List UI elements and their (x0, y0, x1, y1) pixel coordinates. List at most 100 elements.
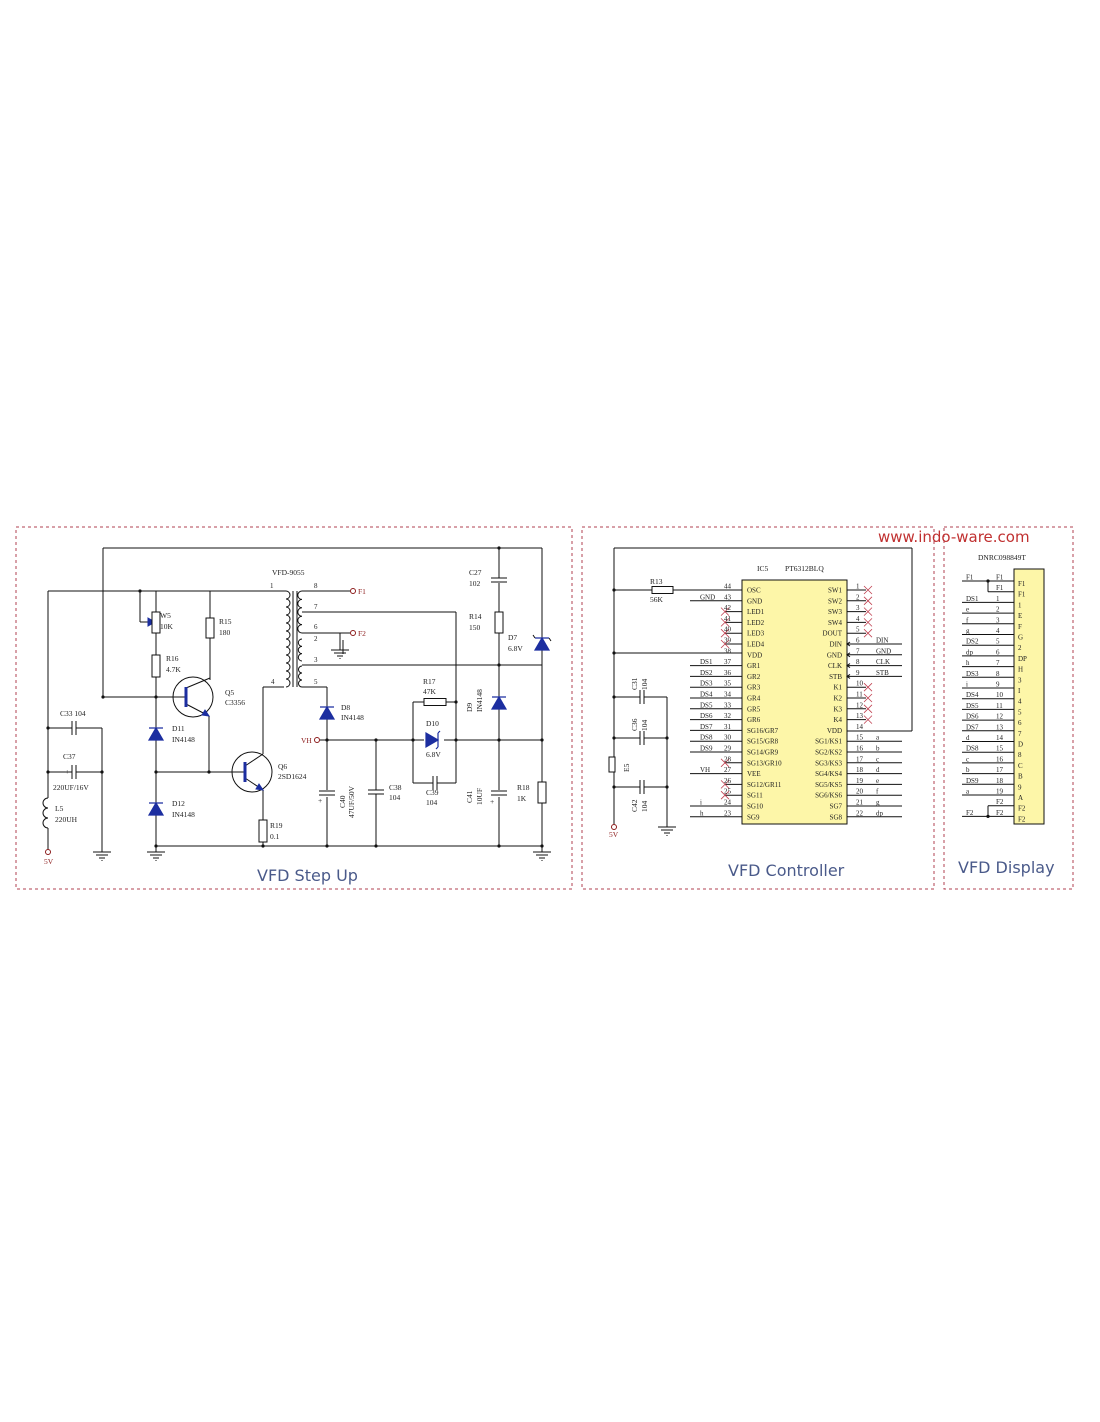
pin-number: 24 (724, 799, 732, 807)
junction-dot (540, 738, 544, 742)
display-pin-name: I (1018, 687, 1021, 695)
net-label: i (700, 799, 702, 807)
r16-value: 4.7K (166, 665, 181, 674)
f1-terminal-label: F1 (358, 587, 366, 596)
pin-number: 20 (856, 788, 864, 796)
pin-number: 39 (724, 637, 732, 645)
display-pin-name: 2 (1018, 644, 1022, 652)
ground-icon (93, 851, 111, 861)
pin-name: GR4 (747, 695, 761, 703)
net-label: DS3 (966, 670, 979, 678)
display-pin-name: 3 (1018, 676, 1022, 684)
junction-dot (986, 814, 990, 819)
junction-dot (497, 844, 501, 848)
transformer-pin-label: 2 (314, 635, 318, 643)
transformer-pin-label: 3 (314, 656, 318, 664)
display-pin-name: H (1018, 666, 1023, 674)
display-title: VFD Display (958, 858, 1055, 877)
net-label: f (876, 788, 879, 796)
net-label: DS6 (700, 712, 713, 720)
website-watermark: www.indo-ware.com (878, 528, 1030, 546)
pin-number: 14 (856, 723, 864, 731)
d11-value: IN4148 (172, 735, 195, 744)
net-label: DS1 (966, 595, 979, 603)
zener-bend (532, 634, 552, 642)
net-label: i (966, 681, 968, 689)
net-label: DS9 (966, 777, 979, 785)
net-label: h (700, 809, 704, 817)
d12-value: IN4148 (172, 810, 195, 819)
pin-name: SG3/KS3 (815, 759, 842, 767)
pin-name: LED2 (747, 619, 765, 627)
pin-number: F1 (996, 574, 1004, 582)
w5-potentiometer (151, 611, 161, 634)
controller-title: VFD Controller (728, 861, 845, 880)
junction-dot (454, 738, 458, 742)
pin-number: 23 (724, 809, 732, 817)
transformer-label: VFD-9055 (272, 568, 305, 577)
pin-number: 1 (996, 595, 1000, 603)
pin-number: 6 (996, 648, 1000, 656)
d12-label: D12 (172, 799, 185, 808)
transformer-secondary-coil (297, 590, 303, 634)
junction-dot (374, 844, 378, 848)
c27-value: 102 (469, 579, 481, 588)
net-label: DS2 (966, 638, 979, 646)
r13-value: 56K (650, 595, 664, 604)
d7-value: 6.8V (508, 644, 523, 653)
d9-label: D9 (465, 703, 474, 712)
c41-label: C41 (465, 790, 474, 803)
controller-labels: IC5 PT6312BLQ R13 56K C31 104 C36 104 C4… (609, 564, 824, 839)
transformer-secondary-coil (297, 638, 303, 662)
pin-name: GR1 (747, 662, 761, 670)
pin-name: SG12/GR11 (747, 781, 782, 789)
r19-resistor (258, 819, 268, 843)
pin-number: 15 (856, 734, 864, 742)
pin-number: 12 (856, 701, 864, 709)
q6-label: Q6 (278, 762, 287, 771)
no-connect-icon (720, 628, 730, 638)
c42-value: 104 (640, 801, 649, 813)
net-label: DS9 (700, 745, 713, 753)
c42-label: C42 (630, 799, 639, 812)
display-pin-name: 4 (1018, 698, 1022, 706)
transformer-pin-label: 6 (314, 623, 318, 631)
net-label: d (966, 734, 970, 742)
ic-ref-label: IC5 (757, 564, 769, 573)
w5-value: 10K (160, 622, 174, 631)
pin-name: VDD (747, 651, 762, 659)
junction-dot (325, 738, 329, 742)
no-connect-icon (863, 618, 873, 627)
pin-number: 15 (996, 745, 1004, 753)
net-label: DS7 (966, 723, 979, 731)
pin-name: SG6/KS6 (815, 792, 842, 800)
pin-name: STB (829, 673, 842, 681)
c38-value: 104 (389, 793, 401, 802)
5v-terminal-label: 5V (44, 857, 54, 866)
step-up-panel (15, 526, 573, 890)
net-label: DS7 (700, 723, 713, 731)
pin-number: 25 (724, 788, 732, 796)
pin-number: 4 (996, 627, 1000, 635)
net-label: b (876, 745, 880, 753)
emitter-arrow-icon (255, 783, 265, 791)
c37-capacitor (71, 765, 77, 779)
pin-name: SG1/KS1 (815, 738, 842, 746)
c27-label: C27 (469, 568, 482, 577)
step-up-circuit (42, 546, 552, 861)
transformer-core (292, 591, 298, 687)
net-label: a (876, 734, 880, 742)
net-label: DS5 (966, 702, 979, 710)
e5-label: E5 (622, 763, 631, 772)
pin-name: SG13/GR10 (747, 759, 782, 767)
junction-dot (986, 579, 990, 583)
net-label: STB (876, 669, 889, 677)
pin-number: 5 (996, 638, 1000, 646)
no-connect-icon (863, 585, 873, 595)
controller-panel (581, 526, 935, 890)
no-connect-icon (863, 628, 873, 638)
d9-diode (490, 695, 508, 710)
c31-value: 104 (640, 679, 649, 691)
d8-diode (318, 705, 336, 720)
